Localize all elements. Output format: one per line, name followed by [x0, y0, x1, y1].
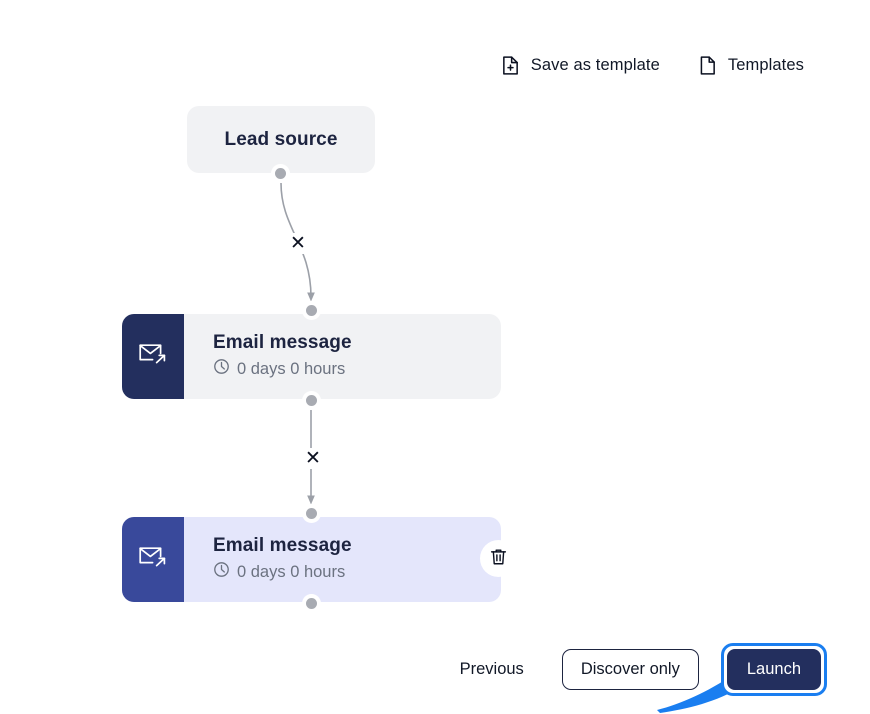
document-icon [698, 55, 717, 76]
node-icon-panel [122, 517, 184, 602]
edge-remove-icon-2[interactable]: ✕ [303, 447, 323, 469]
document-plus-icon [501, 55, 520, 76]
node-body [122, 517, 501, 602]
clock-icon [213, 561, 230, 582]
email-send-icon [138, 544, 168, 575]
node-delay-label: 0 days 0 hours [237, 562, 346, 581]
templates-label: Templates [727, 56, 804, 74]
previous-button[interactable]: Previous [454, 652, 530, 687]
node-title: Email message [213, 332, 352, 354]
save-as-template-button[interactable]: Save as template [501, 55, 660, 76]
launch-button[interactable]: Launch [726, 649, 821, 690]
port-email-2-in[interactable] [302, 504, 321, 523]
launch-button-focus-ring: Launch [720, 643, 827, 696]
port-email-1-in[interactable] [302, 301, 321, 320]
footer-actions: Previous Discover only Launch [0, 643, 870, 696]
templates-button[interactable]: Templates [698, 55, 804, 76]
node-text: Email message 0 days 0 hours [184, 517, 352, 602]
node-body [122, 314, 501, 399]
port-lead-source-out[interactable] [271, 164, 290, 183]
node-text: Email message 0 days 0 hours [184, 314, 352, 399]
node-title: Email message [213, 535, 352, 557]
node-delay: 0 days 0 hours [213, 561, 352, 582]
clock-icon [213, 358, 230, 379]
discover-only-button[interactable]: Discover only [561, 649, 699, 690]
canvas-toolbar: Save as template Templates [501, 55, 804, 76]
port-email-2-out[interactable] [302, 594, 321, 613]
node-title: Lead source [224, 128, 338, 150]
port-email-1-out[interactable] [302, 391, 321, 410]
node-delay: 0 days 0 hours [213, 358, 352, 379]
node-icon-panel [122, 314, 184, 399]
delete-node-button[interactable] [480, 540, 517, 577]
email-send-icon [138, 341, 168, 372]
flow-node-email-message-2[interactable]: Email message 0 days 0 hours [122, 517, 501, 602]
node-delay-label: 0 days 0 hours [237, 359, 346, 378]
edge-remove-icon-1[interactable]: ✕ [288, 232, 308, 254]
save-as-template-label: Save as template [530, 56, 660, 74]
flow-node-email-message-1[interactable]: Email message 0 days 0 hours [122, 314, 501, 399]
flow-node-lead-source[interactable]: Lead source [187, 106, 375, 173]
trash-icon [489, 547, 508, 570]
